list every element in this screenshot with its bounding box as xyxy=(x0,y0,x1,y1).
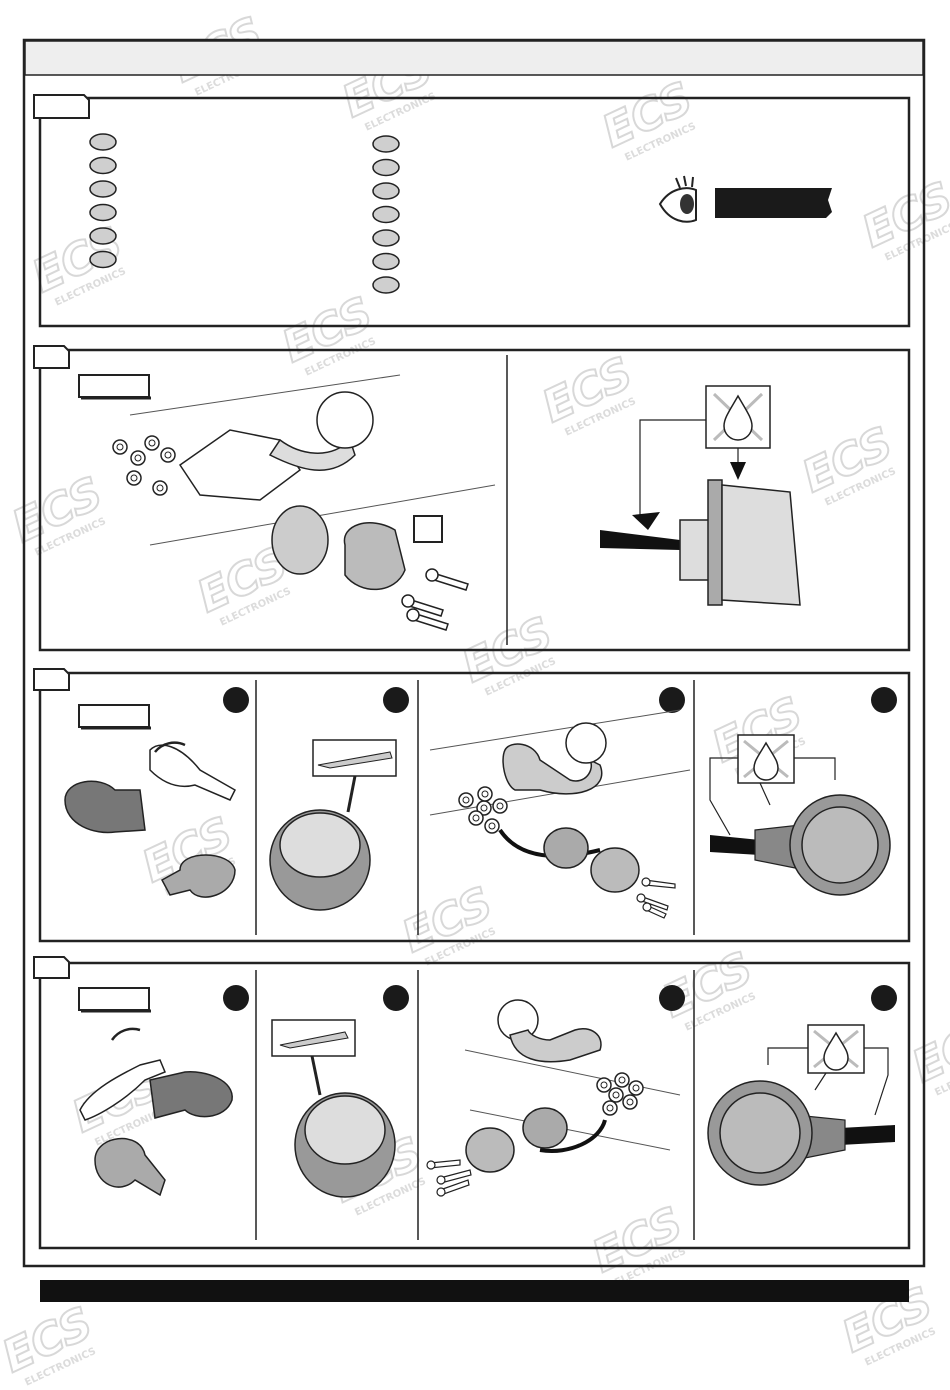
nut-icon xyxy=(602,1100,618,1116)
part-marker xyxy=(89,203,117,222)
step-bullet-icon xyxy=(223,687,249,713)
part-marker xyxy=(372,158,400,177)
socket-icon xyxy=(707,1080,813,1186)
part-marker xyxy=(372,229,400,247)
nut-icon xyxy=(468,810,484,826)
step-bullet-icon xyxy=(223,985,249,1011)
bolt-icon xyxy=(636,877,676,919)
label-box xyxy=(78,987,150,1011)
no-grease-icon xyxy=(705,385,771,449)
nut-icon xyxy=(160,447,176,463)
knife-icon xyxy=(312,739,397,777)
eye-icon xyxy=(658,175,697,223)
nut-icon xyxy=(628,1080,644,1096)
nut-icon xyxy=(614,1072,630,1088)
section-tab-4 xyxy=(33,956,70,979)
parts-list-right xyxy=(372,135,400,294)
knife-icon xyxy=(271,1019,356,1057)
part-marker xyxy=(89,250,117,269)
section-tab-2 xyxy=(33,345,70,369)
no-grease-icon xyxy=(807,1024,865,1074)
nut-icon xyxy=(112,435,176,496)
bolt-icon xyxy=(426,1159,472,1197)
header-bar xyxy=(24,40,924,76)
tow-ball-icon xyxy=(429,709,691,816)
page-frame xyxy=(22,38,926,1302)
nut-icon xyxy=(458,786,508,834)
parts-list-left xyxy=(89,133,117,269)
tow-ball-icon xyxy=(464,999,681,1151)
footer-bar xyxy=(40,1280,909,1302)
nut-icon xyxy=(144,435,160,451)
part-marker xyxy=(372,135,400,153)
section-step-3 xyxy=(33,668,911,943)
nut-icon xyxy=(126,470,142,486)
nut-icon xyxy=(608,1087,624,1103)
step-bullet-icon xyxy=(871,687,897,713)
socket-icon xyxy=(679,479,801,606)
section-tab-3 xyxy=(33,668,70,691)
nut-icon xyxy=(492,798,508,814)
part-marker xyxy=(372,252,400,271)
part-marker xyxy=(89,133,117,151)
step-bullet-icon xyxy=(383,687,409,713)
nut-icon xyxy=(112,439,128,455)
svg-text:ELECTRONICS: ELECTRONICS xyxy=(23,1346,98,1389)
socket-icon xyxy=(271,505,406,591)
section-tab-1 xyxy=(33,94,90,119)
part-marker xyxy=(372,276,400,294)
step-bullet-icon xyxy=(659,687,685,713)
section-mounting xyxy=(33,345,911,652)
part-marker xyxy=(89,180,117,198)
nut-icon xyxy=(152,480,168,496)
step-bullet-icon xyxy=(659,985,685,1011)
part-marker xyxy=(372,205,400,224)
nut-icon xyxy=(484,818,500,834)
part-marker xyxy=(89,227,117,245)
section-parts xyxy=(33,94,911,328)
section-step-4 xyxy=(33,956,911,1250)
pliers-icon xyxy=(149,741,236,801)
nut-icon xyxy=(458,792,474,808)
nut-icon xyxy=(130,450,146,466)
tow-ball-icon xyxy=(178,391,374,501)
step-bullet-icon xyxy=(383,985,409,1011)
note-box xyxy=(715,188,832,218)
socket-icon xyxy=(789,794,891,896)
no-grease-icon xyxy=(737,734,795,784)
nut-icon xyxy=(622,1094,638,1110)
bolt-icon xyxy=(401,568,469,631)
part-marker xyxy=(372,182,400,200)
part-marker xyxy=(89,156,117,175)
nut-icon xyxy=(477,786,493,802)
step-bullet-icon xyxy=(871,985,897,1011)
nut-icon xyxy=(596,1077,612,1093)
nut-icon xyxy=(596,1072,644,1116)
pliers-icon xyxy=(79,1027,166,1121)
